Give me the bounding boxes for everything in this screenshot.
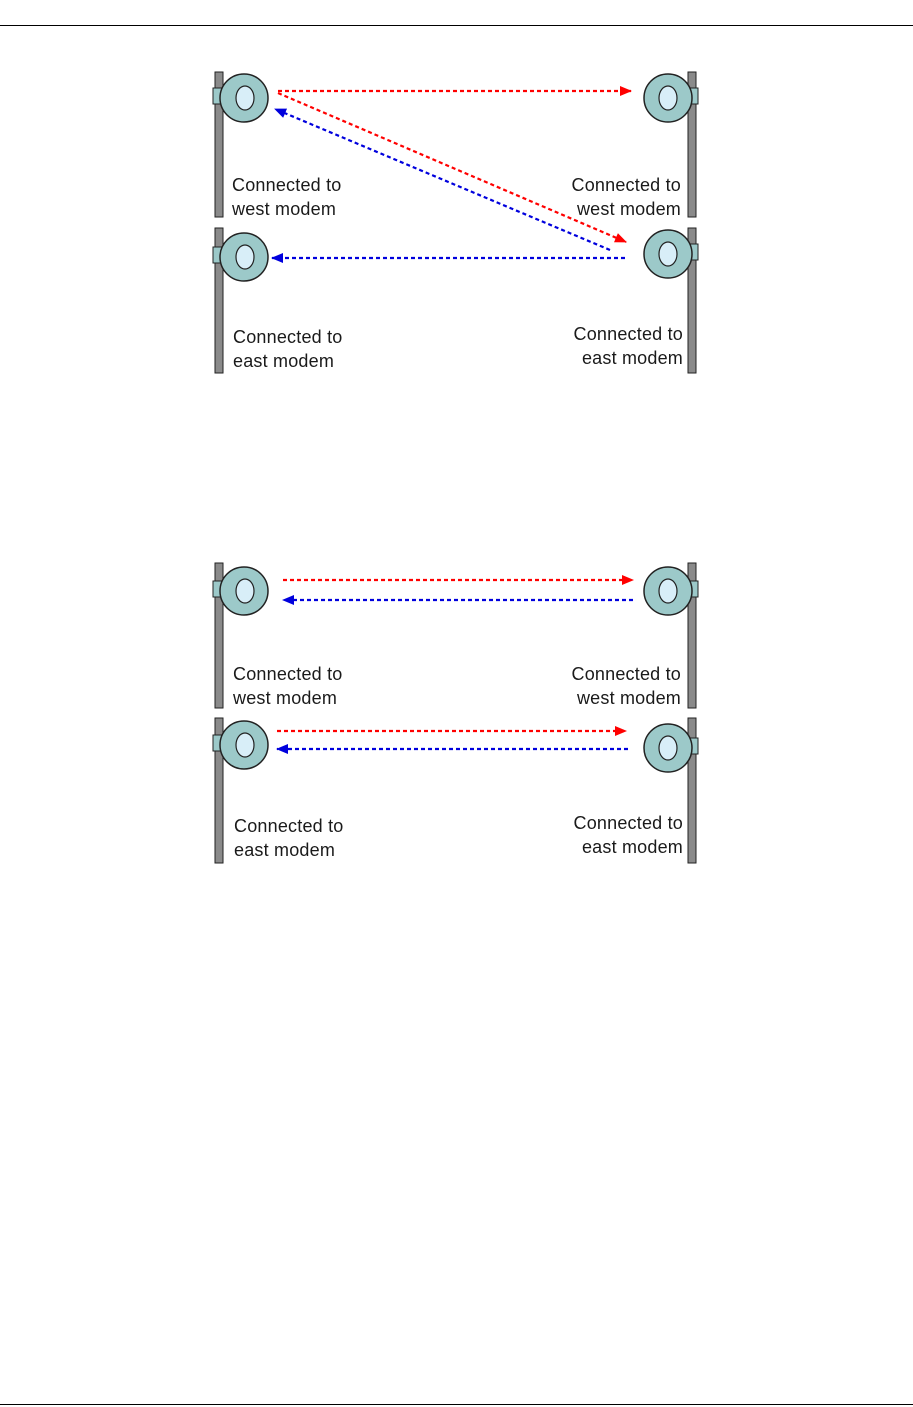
header-rule [0, 25, 913, 26]
footer-rule [0, 1404, 913, 1405]
